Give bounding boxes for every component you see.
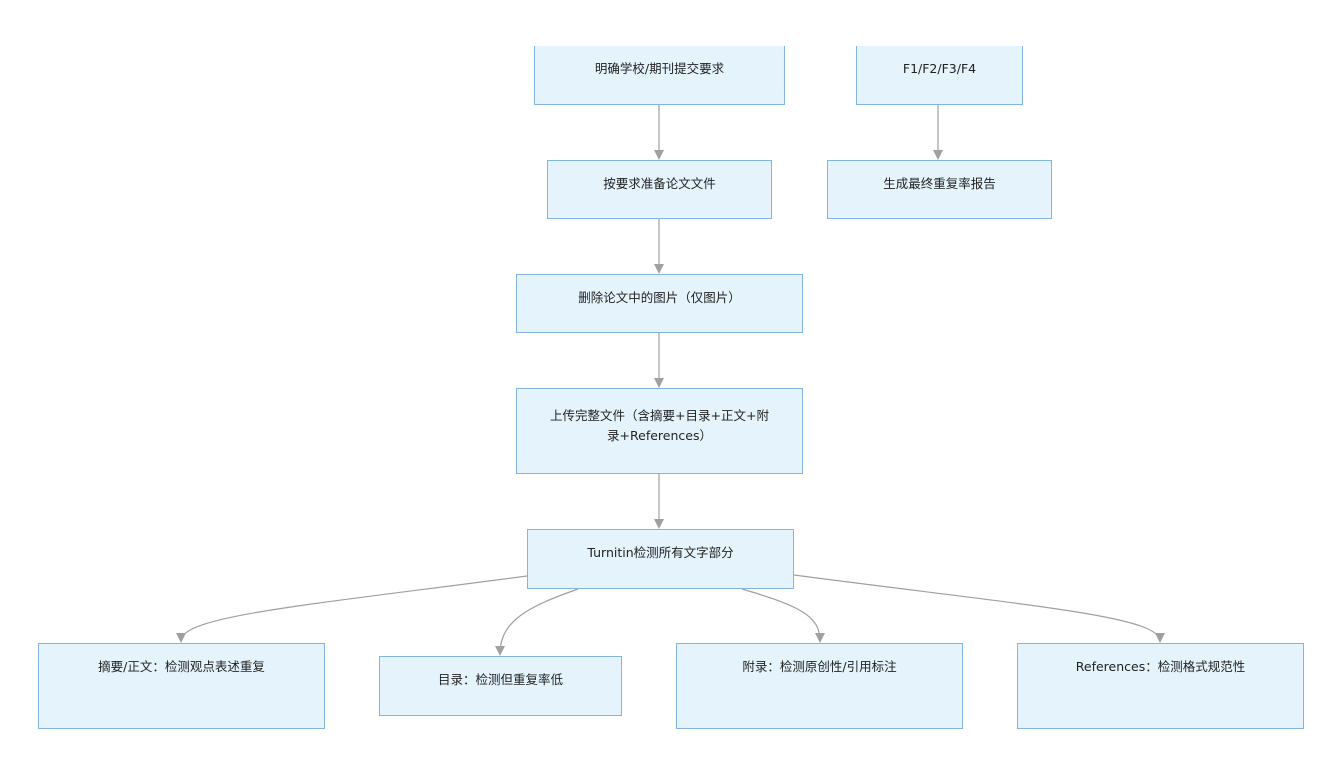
node-turnitin-check: Turnitin检测所有文字部分 (527, 529, 794, 589)
node-label: References：检测格式规范性 (1075, 659, 1246, 674)
node-label: 明确学校/期刊提交要求 (594, 61, 725, 76)
node-label: 附录：检测原创性/引用标注 (742, 659, 897, 674)
node-label: F1/F2/F3/F4 (902, 61, 977, 76)
node-delete-images: 删除论文中的图片（仅图片） (516, 274, 803, 333)
node-references: References：检测格式规范性 (1017, 643, 1304, 729)
edge-turnitin-appendix (741, 588, 825, 643)
node-f-codes: F1/F2/F3/F4 (856, 46, 1023, 105)
node-toc: 目录：检测但重复率低 (379, 656, 622, 716)
node-label: 生成最终重复率报告 (883, 176, 996, 191)
node-upload-full-file: 上传完整文件（含摘要+目录+正文+附录+References） (516, 388, 803, 474)
node-abstract-body: 摘要/正文：检测观点表述重复 (38, 643, 325, 729)
node-appendix: 附录：检测原创性/引用标注 (676, 643, 963, 729)
edge-turnitin-abstract (176, 575, 528, 643)
edge-turnitin-toc (495, 588, 579, 656)
node-prepare-files: 按要求准备论文文件 (547, 160, 772, 219)
edge-turnitin-references (793, 574, 1165, 643)
node-final-report: 生成最终重复率报告 (827, 160, 1052, 219)
node-label: 按要求准备论文文件 (603, 176, 716, 191)
node-label: 上传完整文件（含摘要+目录+正文+附录+References） (550, 408, 769, 443)
node-label: 摘要/正文：检测观点表述重复 (98, 659, 265, 674)
node-submission-requirements: 明确学校/期刊提交要求 (534, 46, 785, 105)
node-label: 目录：检测但重复率低 (437, 672, 563, 687)
node-label: Turnitin检测所有文字部分 (587, 545, 734, 560)
node-label: 删除论文中的图片（仅图片） (578, 290, 741, 305)
